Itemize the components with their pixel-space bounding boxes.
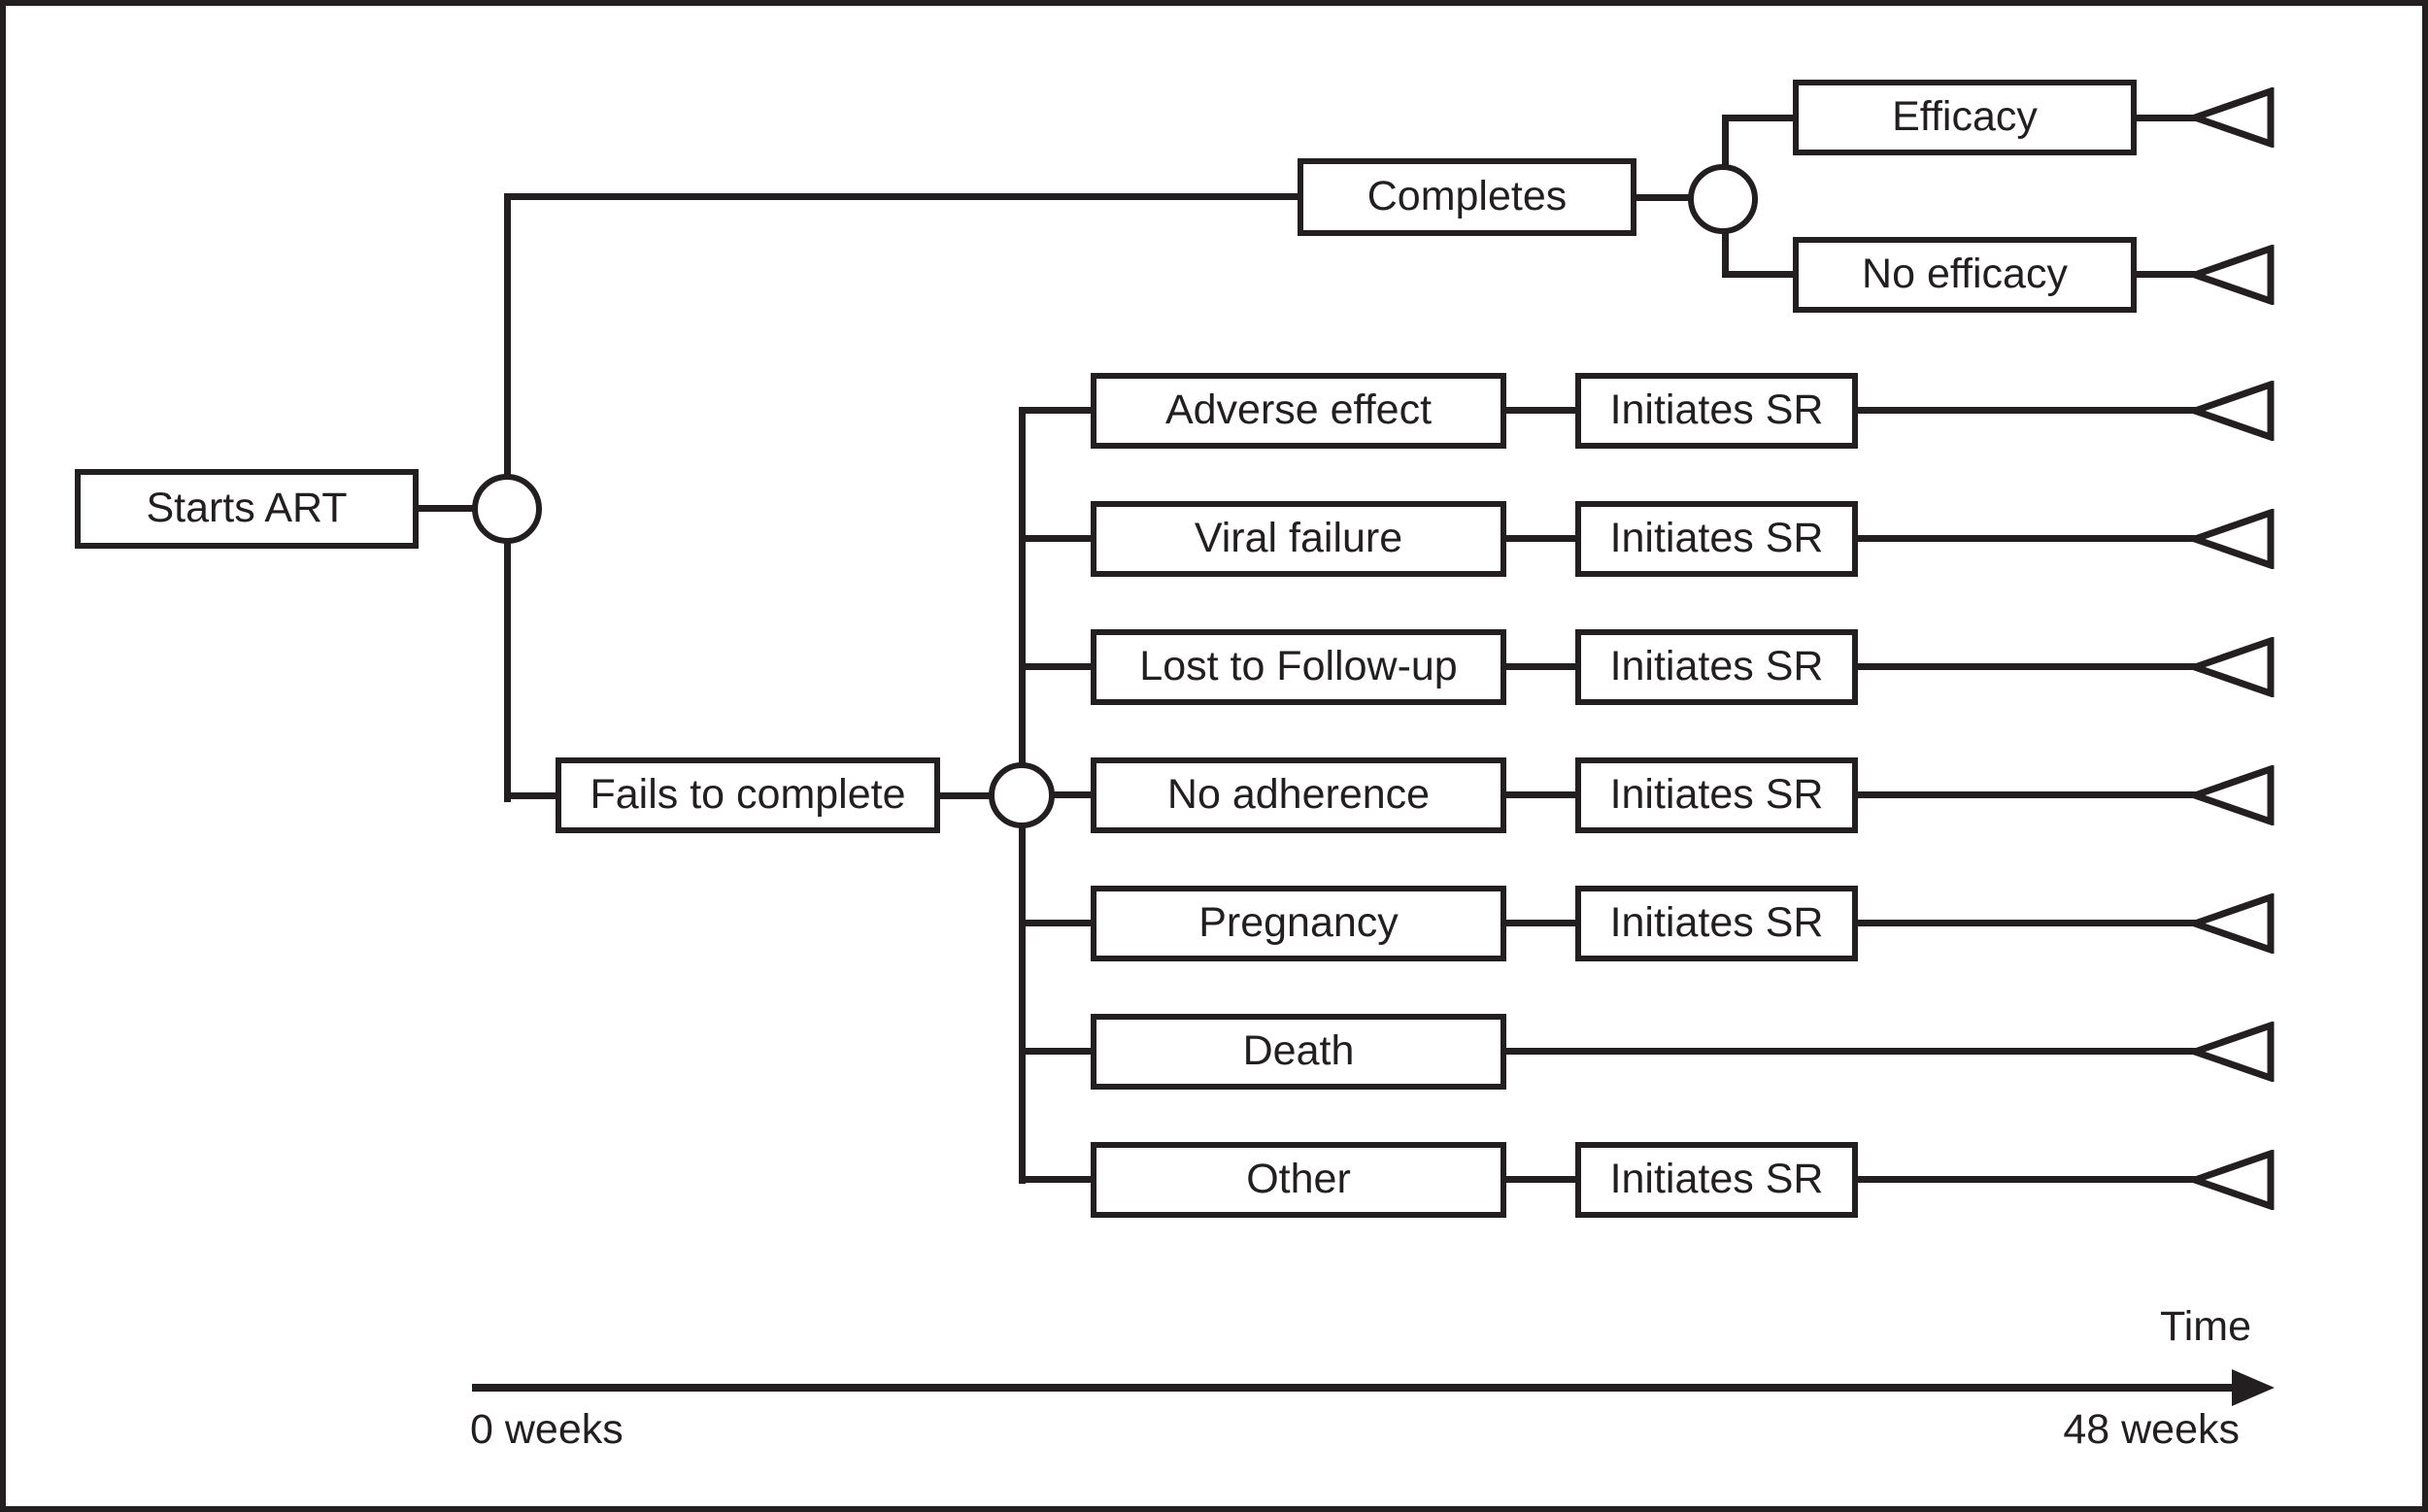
link-no-adherence-sr <box>1506 791 1577 798</box>
node-fails-to-complete-label: Fails to complete <box>590 771 906 819</box>
node-viral-failure: Viral failure <box>1091 501 1506 577</box>
connector-completes-to-chance <box>1636 194 1690 201</box>
node-efficacy-label: Efficacy <box>1892 93 2038 141</box>
time-axis-title: Time <box>2160 1303 2251 1350</box>
stub-no-adherence <box>1051 791 1093 798</box>
link-no-efficacy <box>1722 271 1795 278</box>
node-adverse-effect-label: Adverse effect <box>1164 386 1433 434</box>
node-adverse-effect: Adverse effect <box>1091 373 1506 449</box>
time-axis-start-label: 0 weeks <box>470 1406 624 1453</box>
link-efficacy <box>1722 115 1795 121</box>
node-other: Other <box>1091 1142 1506 1218</box>
node-starts-art: Starts ART <box>75 469 419 549</box>
branch-fails-line <box>504 792 557 799</box>
node-no-adherence: No adherence <box>1091 757 1506 833</box>
chance-node-root <box>472 474 542 544</box>
branch-completes-line <box>504 193 1298 200</box>
node-no-efficacy-label: No efficacy <box>1862 251 2068 298</box>
node-pregnancy-label: Pregnancy <box>1198 899 1399 947</box>
tail-death <box>1506 1048 2197 1055</box>
node-starts-art-label: Starts ART <box>146 485 348 532</box>
node-no-adherence-label: No adherence <box>1166 771 1431 819</box>
tail-no-efficacy <box>2135 271 2197 278</box>
tail-no-adherence <box>1856 791 2197 798</box>
terminal-node-icon <box>2191 1022 2275 1082</box>
link-other-sr <box>1506 1176 1577 1183</box>
time-axis-line <box>472 1384 2238 1392</box>
node-initiates-sr-label: Initiates SR <box>1609 643 1824 690</box>
node-death-label: Death <box>1242 1027 1355 1075</box>
node-initiates-sr-label: Initiates SR <box>1609 771 1824 819</box>
node-initiates-sr-lost: Initiates SR <box>1575 629 1858 705</box>
node-lost-to-follow-up: Lost to Follow-up <box>1091 629 1506 705</box>
terminal-node-icon <box>2191 245 2275 305</box>
node-efficacy: Efficacy <box>1793 80 2137 155</box>
chance-node-completes <box>1688 164 1758 234</box>
tail-pregnancy <box>1856 920 2197 926</box>
node-completes-label: Completes <box>1366 173 1568 220</box>
tail-adverse-effect <box>1856 407 2197 414</box>
node-no-efficacy: No efficacy <box>1793 237 2137 313</box>
link-adverse-effect-sr <box>1506 407 1577 414</box>
stub-viral-failure <box>1019 535 1093 542</box>
node-initiates-sr-adherence: Initiates SR <box>1575 757 1858 833</box>
elbow-down-no-efficacy <box>1722 199 1729 278</box>
tail-lost-to-follow-up <box>1856 663 2197 670</box>
stub-other <box>1019 1176 1093 1183</box>
node-initiates-sr-label: Initiates SR <box>1609 899 1824 947</box>
tail-viral-failure <box>1856 535 2197 542</box>
time-axis-end-label: 48 weeks <box>2063 1406 2240 1453</box>
node-other-label: Other <box>1246 1156 1351 1203</box>
terminal-node-icon <box>2191 381 2275 441</box>
node-initiates-sr-viral: Initiates SR <box>1575 501 1858 577</box>
node-initiates-sr-pregnancy: Initiates SR <box>1575 886 1858 961</box>
terminal-node-icon <box>2191 765 2275 825</box>
node-completes: Completes <box>1298 158 1636 236</box>
tail-efficacy <box>2135 115 2197 121</box>
stub-death <box>1019 1048 1093 1055</box>
node-fails-to-complete: Fails to complete <box>556 757 940 833</box>
time-axis-arrowhead-icon <box>2232 1369 2275 1406</box>
stub-pregnancy <box>1019 920 1093 926</box>
node-initiates-sr-label: Initiates SR <box>1609 1156 1824 1203</box>
node-initiates-sr-label: Initiates SR <box>1609 515 1824 562</box>
node-initiates-sr-label: Initiates SR <box>1609 386 1824 434</box>
link-pregnancy-sr <box>1506 920 1577 926</box>
connector-fails-to-chance <box>940 792 993 799</box>
terminal-node-icon <box>2191 509 2275 569</box>
terminal-node-icon <box>2191 893 2275 954</box>
link-viral-failure-sr <box>1506 535 1577 542</box>
tail-other <box>1856 1176 2197 1183</box>
link-lost-to-follow-up-sr <box>1506 663 1577 670</box>
stub-adverse-effect <box>1019 407 1093 414</box>
node-lost-to-follow-up-label: Lost to Follow-up <box>1139 643 1458 690</box>
chance-node-fails <box>989 762 1055 828</box>
connector-root-to-chance <box>419 505 475 512</box>
elbow-up-efficacy <box>1722 115 1729 204</box>
terminal-node-icon <box>2191 1150 2275 1210</box>
node-viral-failure-label: Viral failure <box>1194 515 1403 562</box>
node-death: Death <box>1091 1014 1506 1090</box>
stub-lost-to-follow-up <box>1019 663 1093 670</box>
terminal-node-icon <box>2191 637 2275 697</box>
terminal-node-icon <box>2191 87 2275 148</box>
node-pregnancy: Pregnancy <box>1091 886 1506 961</box>
node-initiates-sr-adverse: Initiates SR <box>1575 373 1858 449</box>
node-initiates-sr-other: Initiates SR <box>1575 1142 1858 1218</box>
